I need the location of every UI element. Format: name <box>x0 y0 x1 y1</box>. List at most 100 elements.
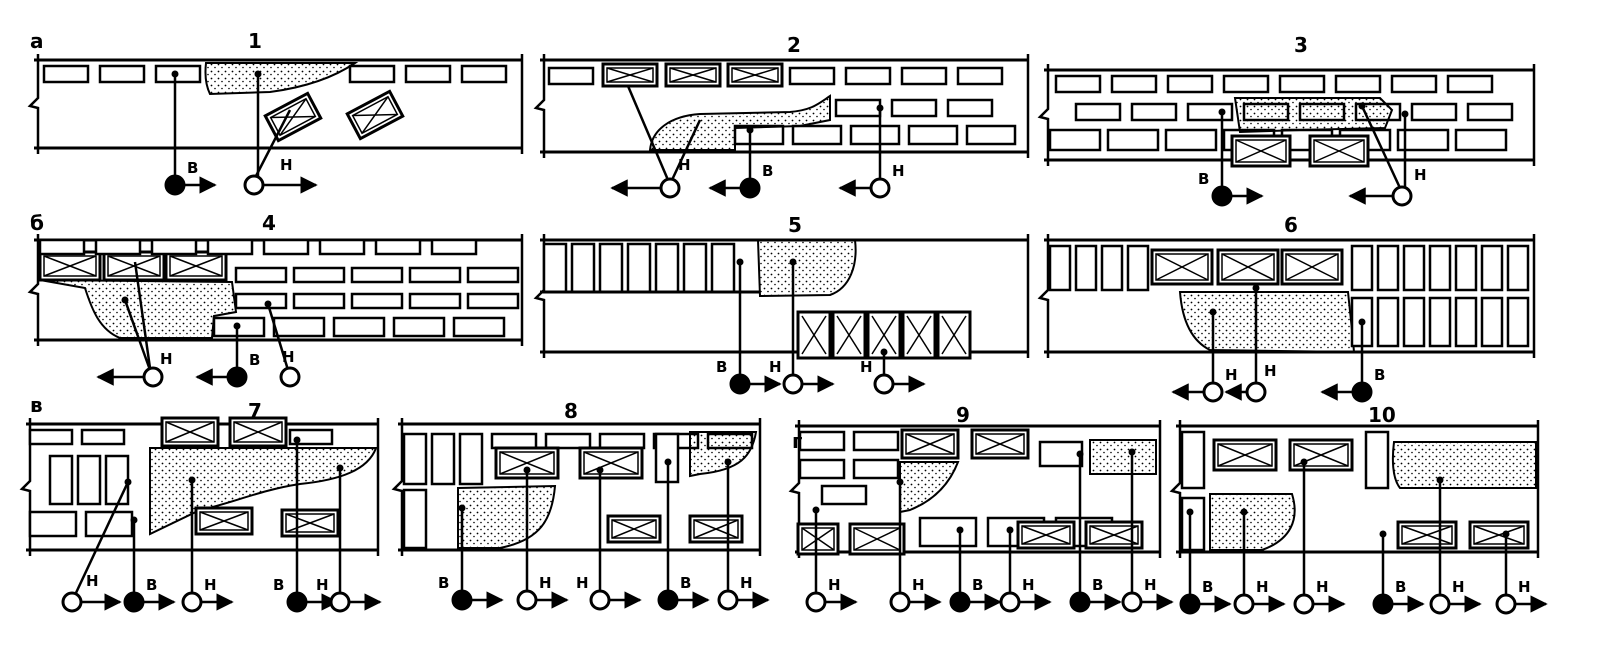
borehole-top-dot <box>1379 530 1387 538</box>
masonry-block <box>834 98 882 118</box>
masonry-block-vertical <box>402 432 428 486</box>
masonry-block <box>1396 128 1450 152</box>
charge-box-cross <box>165 421 215 443</box>
masonry-block-vertical <box>458 432 484 486</box>
masonry-block-vertical <box>542 242 568 294</box>
masonry-block <box>544 432 592 450</box>
charge-box-cross <box>693 519 739 539</box>
masonry-block <box>460 64 508 84</box>
charge-box-cross <box>361 96 389 134</box>
charge-box-cross <box>905 433 955 455</box>
hole-marker-filled <box>1372 593 1394 615</box>
masonry-block <box>1106 128 1160 152</box>
hole-type-label: В <box>762 162 773 180</box>
charge-box-inner <box>1293 443 1349 467</box>
hole-marker-filled <box>1211 185 1233 207</box>
charge-box-inner <box>1313 139 1365 163</box>
charge-box-inner <box>169 255 223 277</box>
masonry-block-vertical <box>1428 296 1452 348</box>
masonry-block <box>1222 74 1270 94</box>
charge-box-inner <box>43 255 97 277</box>
borehole-top-dot <box>724 458 732 466</box>
masonry-block <box>1454 128 1508 152</box>
hole-marker-open <box>869 177 891 199</box>
borehole-top-dot <box>233 322 241 330</box>
hole-marker-open <box>805 591 827 613</box>
hole-type-label: Н <box>1264 362 1277 380</box>
charge-box-cross <box>836 315 862 355</box>
hole-type-label: Н <box>86 572 99 590</box>
borehole-line-inclined <box>254 109 292 177</box>
charge-box-cross <box>611 519 657 539</box>
masonry-block <box>466 292 520 310</box>
hole-type-label: Н <box>282 348 295 366</box>
masonry-block-vertical <box>1402 244 1426 292</box>
masonry-block <box>798 430 846 452</box>
row-label-a: а <box>30 29 44 53</box>
hole-type-label: Н <box>1316 578 1329 596</box>
masonry-block-vertical <box>1180 496 1206 552</box>
blasted-zone <box>1178 291 1356 354</box>
masonry-block-vertical <box>1074 244 1098 292</box>
masonry-block <box>272 316 326 338</box>
scheme-number-4: 4 <box>262 211 276 235</box>
borehole-top-dot <box>1300 458 1308 466</box>
hole-type-label: В <box>680 574 691 592</box>
masonry-block <box>430 238 478 256</box>
masonry-block <box>1166 74 1214 94</box>
hole-marker-filled <box>123 591 145 613</box>
hole-type-label: В <box>1198 170 1209 188</box>
hole-marker-open <box>659 177 681 199</box>
masonry-block <box>234 266 288 284</box>
masonry-block <box>408 292 462 310</box>
charge-box-inner <box>693 519 739 539</box>
masonry-block <box>28 428 74 446</box>
masonry-block <box>348 64 396 84</box>
hole-marker-open <box>889 591 911 613</box>
hole-type-label: Н <box>892 162 905 180</box>
hole-marker-open <box>1202 381 1224 403</box>
masonry-block <box>1390 74 1438 94</box>
masonry-block-vertical <box>710 242 736 294</box>
hole-marker-open <box>1245 381 1267 403</box>
hole-marker-filled <box>949 591 971 613</box>
hole-type-label: Н <box>1022 576 1035 594</box>
masonry-block <box>350 292 404 310</box>
hole-type-label: В <box>716 358 727 376</box>
masonry-block-vertical <box>1454 296 1478 348</box>
masonry-block <box>907 124 959 146</box>
charge-box <box>1150 248 1214 286</box>
break-line <box>27 54 40 154</box>
borehole-top-dot <box>1358 318 1366 326</box>
hole-type-label: В <box>146 576 157 594</box>
charge-box-inner <box>669 67 717 83</box>
charge-box-inner <box>611 519 657 539</box>
masonry-block-vertical <box>1506 244 1530 292</box>
charge-box-cross <box>941 315 967 355</box>
scheme-number-8: 8 <box>564 399 578 423</box>
masonry-block <box>1038 440 1084 468</box>
break-line <box>391 418 404 556</box>
charge-box-inner <box>1217 443 1273 467</box>
charge-box-cross <box>1235 139 1287 163</box>
masonry-block <box>852 430 900 452</box>
charge-box-cross <box>499 451 555 475</box>
borehole-line-inclined <box>73 481 130 596</box>
masonry-block <box>1074 102 1122 122</box>
hole-type-label: В <box>972 576 983 594</box>
hole-marker-open <box>181 591 203 613</box>
hole-type-label: В <box>1395 578 1406 596</box>
hole-type-label: Н <box>1225 366 1238 384</box>
borehole-top-dot <box>876 104 884 112</box>
masonry-block <box>1130 102 1178 122</box>
borehole-top-dot <box>1218 108 1226 116</box>
hole-marker-open <box>782 373 804 395</box>
masonry-block <box>1054 74 1102 94</box>
hole-marker-open <box>516 589 538 611</box>
blasted-zone <box>689 431 758 478</box>
hole-marker-filled <box>1069 591 1091 613</box>
hole-type-label: В <box>1202 578 1213 596</box>
